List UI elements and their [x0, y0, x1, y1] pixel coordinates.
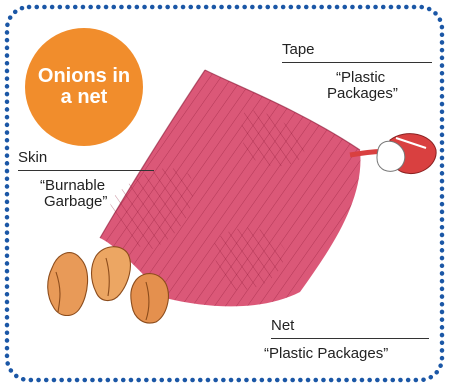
tape-category-line-2: Packages”	[327, 86, 398, 102]
onions-in-a-net-badge: Onions in a net	[25, 28, 143, 146]
tape-underline	[282, 62, 432, 63]
skin-category-line-1: “Burnable	[40, 178, 105, 194]
net-underline	[271, 338, 429, 339]
badge-line-1: Onions in	[25, 66, 143, 87]
skin-underline	[18, 170, 154, 171]
skin-label: Skin	[18, 150, 47, 166]
net-category: “Plastic Packages”	[264, 346, 388, 362]
tape	[350, 134, 436, 174]
tape-label: Tape	[282, 42, 315, 58]
badge-line-2: a net	[25, 87, 143, 108]
skin-category-line-2: Garbage”	[44, 194, 107, 210]
tape-category-line-1: “Plastic	[336, 70, 385, 86]
net-label: Net	[271, 318, 294, 334]
